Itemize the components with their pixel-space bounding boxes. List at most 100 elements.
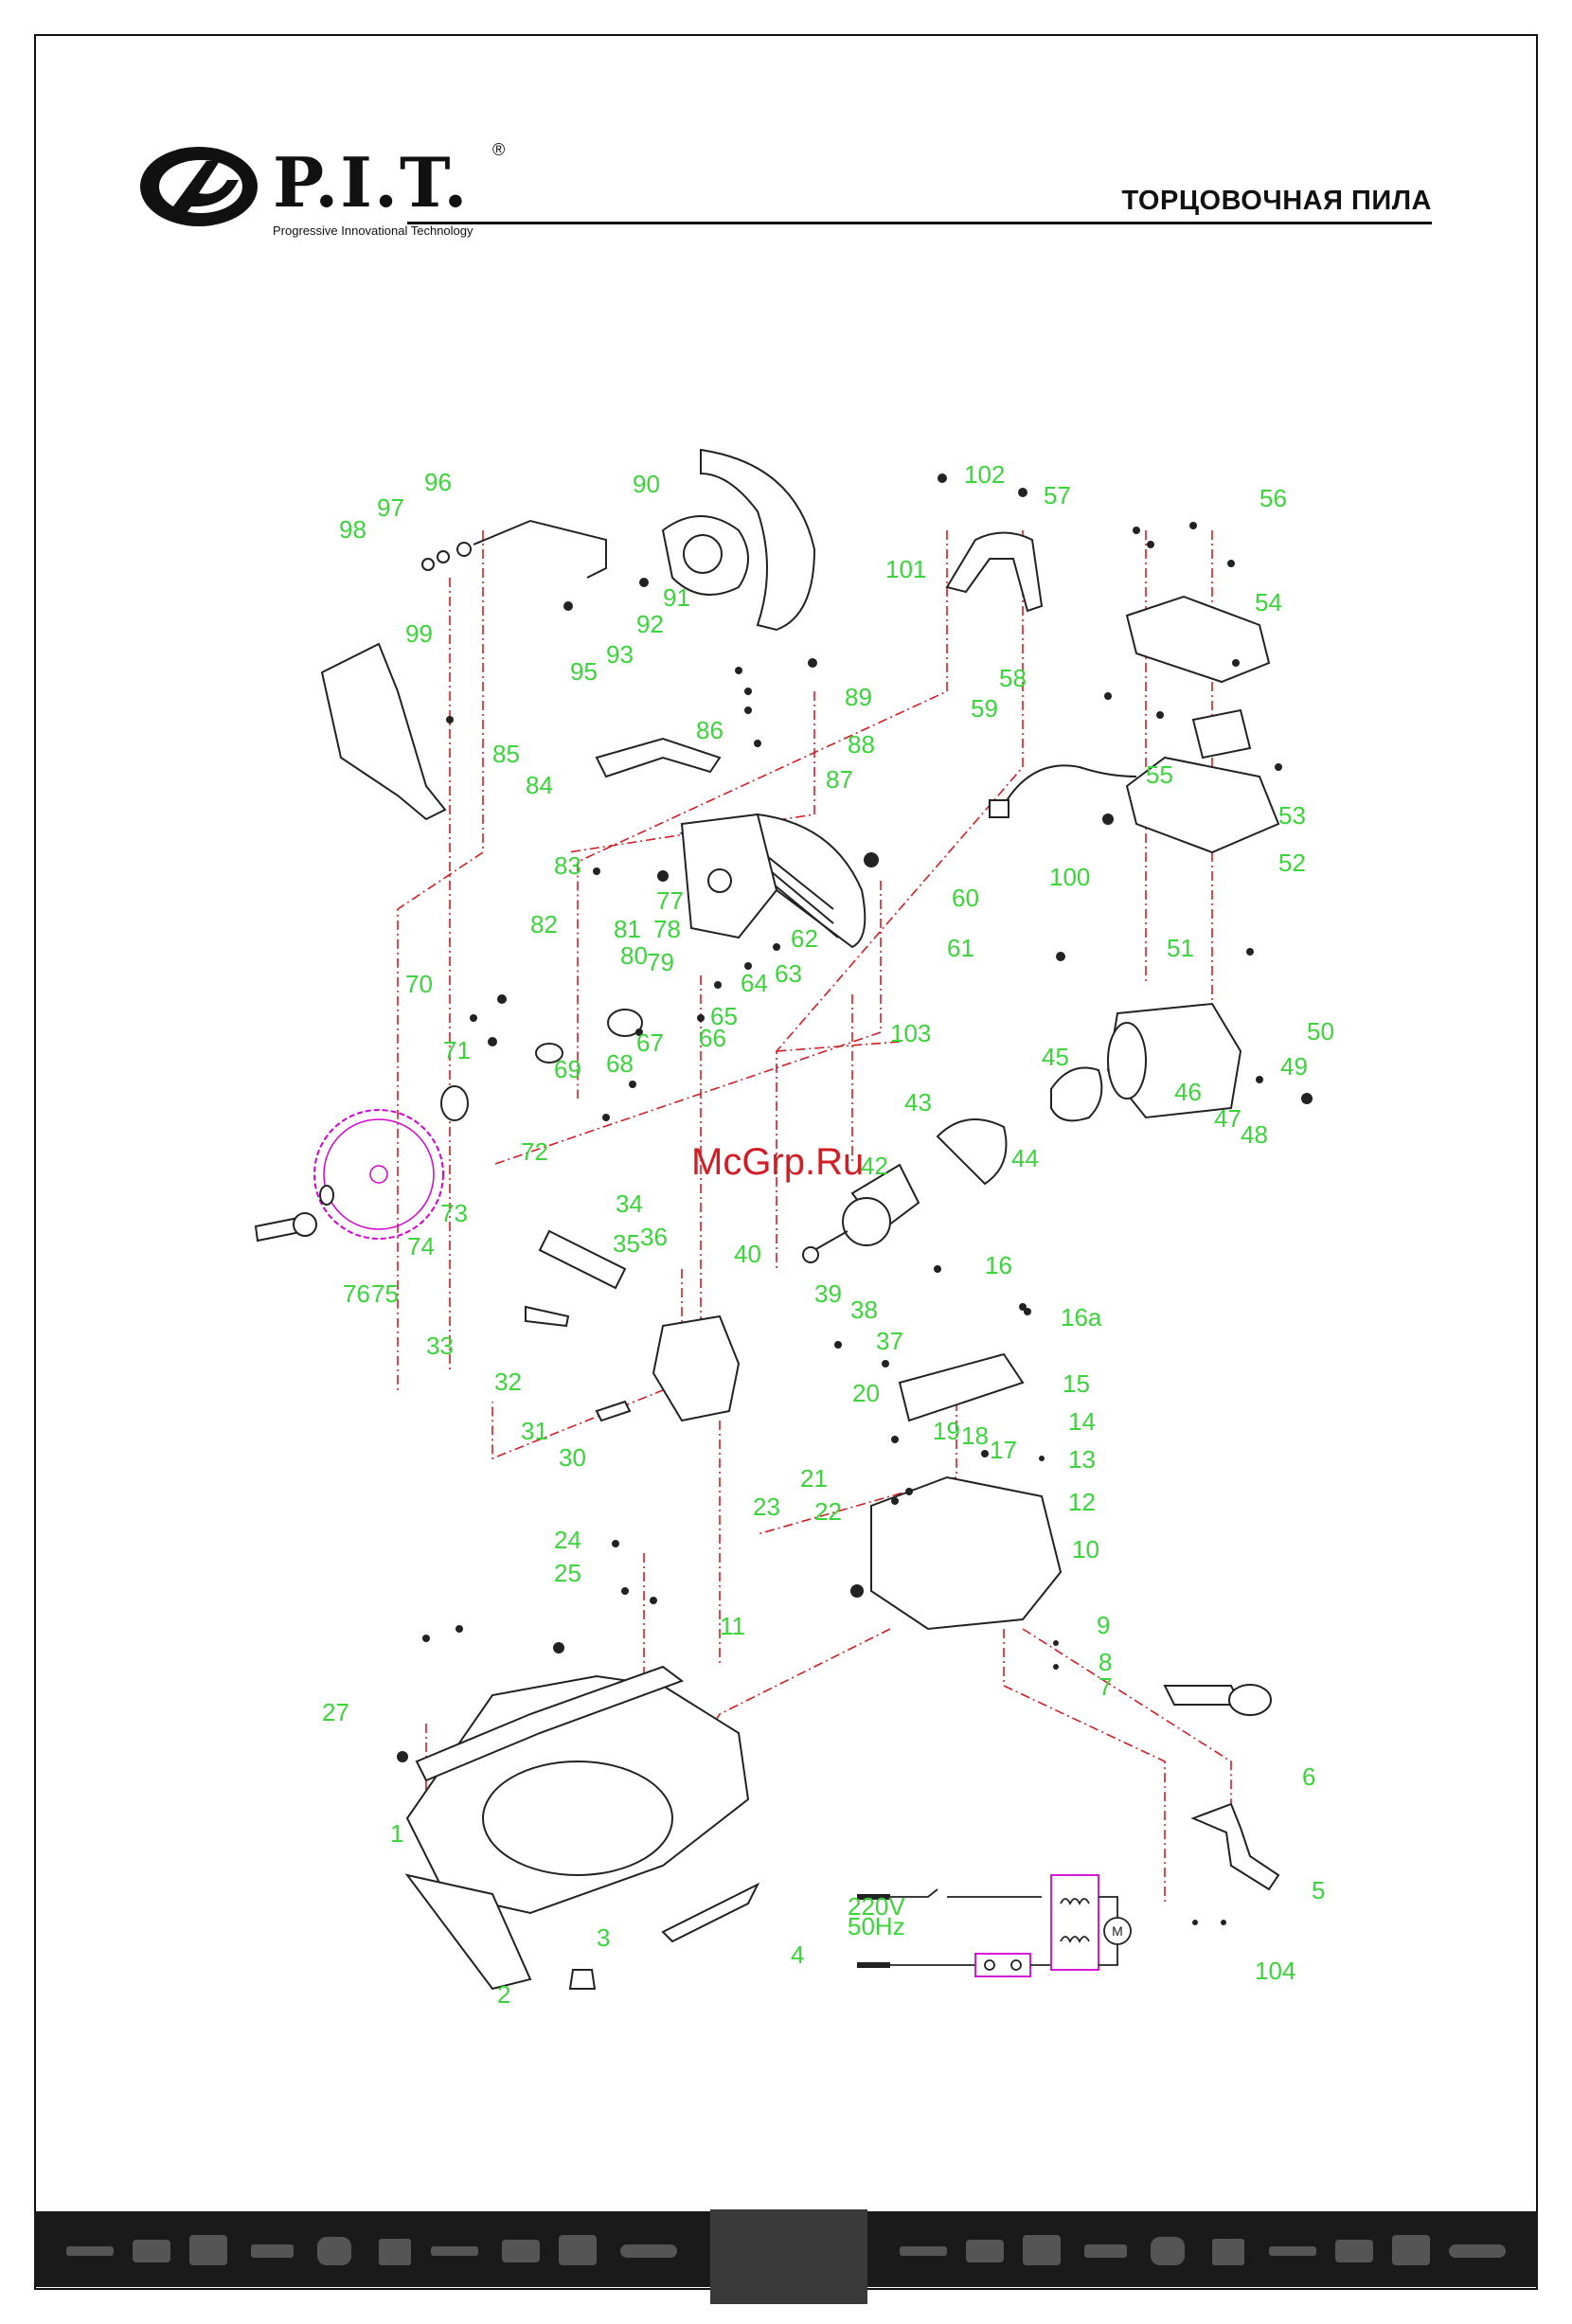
part-label: 89 (845, 683, 872, 711)
part-label: 74 (407, 1232, 435, 1260)
part-label: 96 (424, 468, 452, 496)
pivot-bracket-part (525, 1229, 741, 1422)
part-label: 59 (971, 694, 998, 723)
part-label: 25 (554, 1559, 581, 1587)
miter-scale-part (661, 1882, 760, 1943)
registered-mark: ® (492, 140, 506, 159)
part-label: 104 (1255, 1957, 1295, 1985)
watermark: McGrp.Ru (691, 1141, 865, 1183)
part-label: 102 (964, 460, 1005, 489)
part-label: 11 (720, 1612, 745, 1640)
part-label: 47 (1214, 1104, 1242, 1133)
part-label: 70 (405, 970, 433, 998)
part-label: 21 (800, 1464, 828, 1493)
part-label: 4 (791, 1940, 804, 1969)
part-label: 20 (852, 1379, 880, 1407)
part-label: 81 (614, 915, 641, 943)
part-label: 23 (753, 1493, 780, 1521)
part-label: 18 (961, 1421, 989, 1450)
part-label: 85 (492, 740, 520, 768)
arm-part (595, 737, 722, 778)
turntable-part (870, 1352, 1063, 1631)
part-label: 56 (1259, 484, 1287, 512)
part-label: 57 (1044, 481, 1071, 509)
part-label: 83 (554, 851, 581, 880)
part-label: 86 (696, 716, 723, 744)
lock-lever-part (1190, 1802, 1280, 1891)
part-label: 24 (554, 1526, 581, 1554)
part-label: 6 (1302, 1762, 1315, 1791)
part-label: 98 (339, 515, 366, 544)
part-label: 79 (647, 948, 674, 976)
part-label: 61 (947, 934, 974, 962)
brand-tagline: Progressive Innovational Technology (273, 223, 473, 238)
part-label: 9 (1097, 1611, 1110, 1639)
part-label: 72 (521, 1137, 548, 1166)
fence-part (415, 1665, 685, 1782)
part-label: 14 (1068, 1407, 1096, 1436)
voltage-label: 220V (848, 1892, 905, 1921)
part-label: 30 (559, 1443, 586, 1472)
part-label: 17 (990, 1436, 1017, 1464)
part-number-labels: 1 2 3 4 5 6 7 8 9 10 11 12 13 14 15 16 1… (322, 460, 1334, 2009)
armature-part (802, 1118, 1008, 1263)
part-label: 101 (885, 555, 926, 583)
part-label: 66 (699, 1024, 726, 1052)
motor-symbol: M (1112, 1923, 1123, 1939)
power-cord-part (989, 764, 1137, 818)
wire-guard-part (421, 519, 607, 579)
part-label: 27 (322, 1698, 349, 1726)
part-label: 91 (663, 583, 690, 612)
part-label: 88 (848, 730, 875, 759)
part-label: 46 (1174, 1078, 1202, 1106)
brand-name: P.I.T. (273, 142, 470, 223)
part-label: 97 (377, 493, 404, 522)
part-label: 36 (640, 1223, 668, 1251)
upper-blade-guard-part (661, 448, 816, 632)
part-label: 51 (1167, 934, 1194, 962)
handle-part (945, 531, 1044, 613)
part-label: 16a (1061, 1303, 1102, 1332)
part-label: 8 (1099, 1648, 1112, 1676)
part-label: 58 (999, 664, 1027, 692)
part-label: 100 (1049, 863, 1090, 891)
blade-flange-part (254, 1009, 643, 1242)
part-label: 77 (656, 886, 684, 915)
part-label: 50 (1307, 1017, 1334, 1046)
part-label: 3 (597, 1923, 610, 1952)
part-label: 63 (775, 959, 802, 988)
part-label: 40 (734, 1240, 761, 1268)
part-label: 49 (1280, 1052, 1308, 1081)
part-label: 32 (494, 1368, 522, 1396)
part-label: 65 (710, 1002, 738, 1030)
part-label: 1 (390, 1819, 403, 1848)
part-label: 35 (613, 1229, 640, 1258)
part-label: 52 (1278, 849, 1306, 877)
part-label: 16 (985, 1251, 1012, 1279)
tool-icon-row (66, 2235, 1506, 2265)
part-label: 31 (521, 1417, 548, 1445)
part-label: 22 (814, 1497, 842, 1526)
fastener-marks (397, 474, 1313, 1925)
part-label: 95 (570, 657, 598, 686)
part-label: 54 (1255, 588, 1282, 617)
part-label: 75 (371, 1279, 399, 1308)
pit-emblem-icon (140, 147, 258, 226)
saw-blade-part (313, 1109, 444, 1240)
motor-housing-part (1050, 1002, 1242, 1122)
part-label: 84 (526, 771, 553, 799)
part-label: 38 (850, 1296, 878, 1324)
part-label: 10 (1072, 1535, 1099, 1564)
part-label: 37 (876, 1327, 903, 1355)
part-label: 15 (1063, 1369, 1090, 1398)
part-label: 80 (620, 941, 648, 970)
part-label: 73 (440, 1199, 468, 1227)
part-label: 87 (826, 765, 853, 794)
part-label: 43 (904, 1088, 932, 1117)
part-label: 55 (1146, 760, 1173, 789)
gearbox-housing-part (680, 813, 778, 939)
part-label: 68 (606, 1049, 634, 1078)
part-label: 5 (1312, 1876, 1325, 1904)
